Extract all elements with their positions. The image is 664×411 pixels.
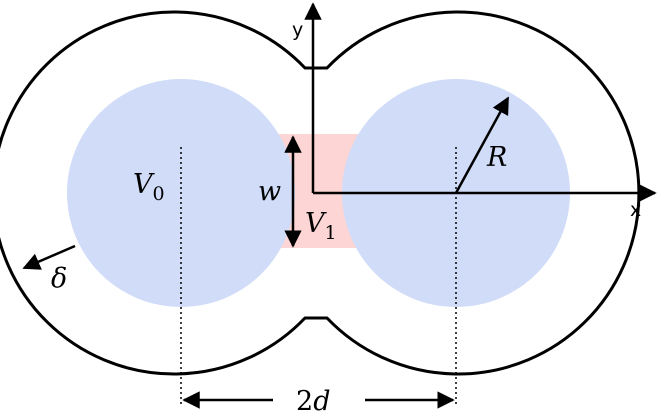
separation-label: 2d — [296, 386, 330, 411]
radius-label: R — [486, 142, 507, 173]
radius-arrow — [454, 96, 510, 194]
thickness-label: δ — [51, 263, 67, 294]
v1-label: V1 — [305, 208, 337, 244]
thickness-arrow — [22, 244, 76, 270]
v1-main: V — [305, 208, 327, 239]
width-label: w — [258, 176, 281, 207]
v0-main: V — [133, 169, 155, 200]
v0-subscript: 0 — [153, 183, 165, 205]
axis-y-label: y — [292, 19, 303, 41]
v0-label: V0 — [133, 169, 165, 205]
outer-boundary — [0, 10, 641, 376]
axis-x-label: x — [630, 199, 641, 221]
v1-subscript: 1 — [325, 222, 337, 244]
separation-variable: d — [313, 386, 330, 411]
separation-factor: 2 — [296, 386, 313, 411]
